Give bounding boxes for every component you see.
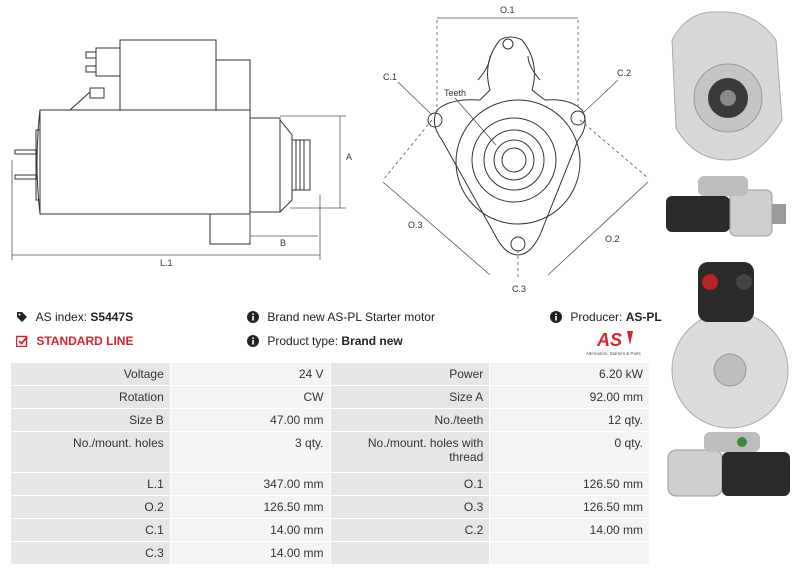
spec-value: 3 qty.: [169, 431, 331, 473]
table-row: C.1 14.00 mm C.2 14.00 mm: [10, 518, 650, 542]
producer-label: Producer:: [570, 310, 623, 324]
dim-label-c3: C.3: [512, 284, 526, 294]
photo-rear-view: [671, 262, 789, 429]
spec-label: C.1: [10, 518, 171, 542]
photo-side-view-top: [666, 176, 786, 237]
spec-value: 6.20 kW: [489, 362, 650, 386]
spec-label: No./teeth: [329, 408, 491, 432]
producer-value: AS-PL: [625, 310, 662, 324]
spec-label: [329, 541, 491, 565]
dim-label-o1: O.1: [500, 5, 515, 15]
spec-label: Power: [329, 362, 491, 386]
brand-new-info: Brand new AS-PL Starter motor: [247, 310, 435, 324]
spec-value: 92.00 mm: [489, 385, 650, 409]
spec-label: Size B: [10, 408, 171, 432]
photo-front-view: [671, 11, 783, 161]
producer: Producer: AS-PL: [550, 310, 662, 324]
info-icon: [550, 311, 562, 323]
product-type-value: Brand new: [341, 334, 403, 348]
info-icon: [247, 335, 259, 347]
spec-value: 12 qty.: [489, 408, 650, 432]
spec-value: 14.00 mm: [169, 518, 331, 542]
dim-label-o3: O.3: [408, 220, 423, 230]
spec-value: 14.00 mm: [489, 518, 650, 542]
spec-label: Size A: [329, 385, 491, 409]
spec-label: C.3: [10, 541, 171, 565]
front-view-drawing: [427, 36, 586, 256]
table-row: No./mount. holes 3 qty. No./mount. holes…: [10, 431, 650, 473]
as-index-label: AS index:: [35, 310, 88, 324]
checkbox-icon: [16, 335, 28, 347]
dim-label-l1: L.1: [160, 258, 173, 268]
as-pl-logo: AS Alternators, Starters & Parts: [585, 327, 649, 357]
spec-value: 126.50 mm: [489, 495, 650, 519]
svg-text:Alternators, Starters & Parts: Alternators, Starters & Parts: [586, 351, 641, 356]
as-index-value: S5447S: [90, 310, 134, 324]
spec-value: 14.00 mm: [169, 541, 331, 565]
technical-drawing: A B L.1 O.1 O.2 O.3 C.1 C.2 C.3 Teeth: [11, 5, 649, 294]
spec-value: 47.00 mm: [169, 408, 331, 432]
as-index: AS index: S5447S: [16, 310, 133, 324]
standard-line: STANDARD LINE: [16, 334, 133, 348]
brand-new-text: Brand new AS-PL Starter motor: [267, 310, 435, 324]
spec-label: O.3: [329, 495, 491, 519]
dim-label-a: A: [346, 152, 352, 162]
dim-label-b: B: [280, 238, 286, 248]
table-row: C.3 14.00 mm: [10, 541, 650, 565]
svg-text:AS: AS: [596, 330, 622, 350]
product-type: Product type: Brand new: [247, 334, 403, 348]
table-row: Size B 47.00 mm No./teeth 12 qty.: [10, 408, 650, 432]
spec-label: Voltage: [10, 362, 171, 386]
tag-icon: [17, 312, 27, 322]
table-row: Rotation CW Size A 92.00 mm: [10, 385, 650, 409]
dim-label-teeth: Teeth: [444, 88, 466, 98]
spec-label: No./mount. holes: [10, 431, 171, 473]
spec-label: L.1: [10, 472, 171, 496]
spec-value: 24 V: [169, 362, 331, 386]
spec-value: 126.50 mm: [169, 495, 331, 519]
product-photos: [666, 11, 790, 497]
standard-line-label: STANDARD LINE: [36, 334, 134, 348]
table-row: O.2 126.50 mm O.3 126.50 mm: [10, 495, 650, 519]
as-logo-graphic: AS Alternators, Starters & Parts: [586, 330, 641, 356]
table-row: L.1 347.00 mm O.1 126.50 mm: [10, 472, 650, 496]
spec-label: No./mount. holes with thread: [329, 431, 491, 473]
spec-value: 0 qty.: [489, 431, 650, 473]
info-icon: [247, 311, 259, 323]
dim-label-c2: C.2: [617, 68, 631, 78]
product-type-label: Product type:: [267, 334, 339, 348]
spec-value: CW: [169, 385, 331, 409]
spec-value: 126.50 mm: [489, 472, 650, 496]
spec-label: Rotation: [10, 385, 171, 409]
spec-table: Voltage 24 V Power 6.20 kW Rotation CW S…: [10, 362, 650, 565]
spec-value: [489, 541, 650, 565]
dim-label-o2: O.2: [605, 234, 620, 244]
side-view-drawing: [14, 39, 311, 245]
spec-label: C.2: [329, 518, 491, 542]
dim-label-c1: C.1: [383, 72, 397, 82]
spec-label: O.2: [10, 495, 171, 519]
spec-value: 347.00 mm: [169, 472, 331, 496]
table-row: Voltage 24 V Power 6.20 kW: [10, 362, 650, 386]
photo-side-view-bottom: [667, 432, 790, 497]
spec-label: O.1: [329, 472, 491, 496]
